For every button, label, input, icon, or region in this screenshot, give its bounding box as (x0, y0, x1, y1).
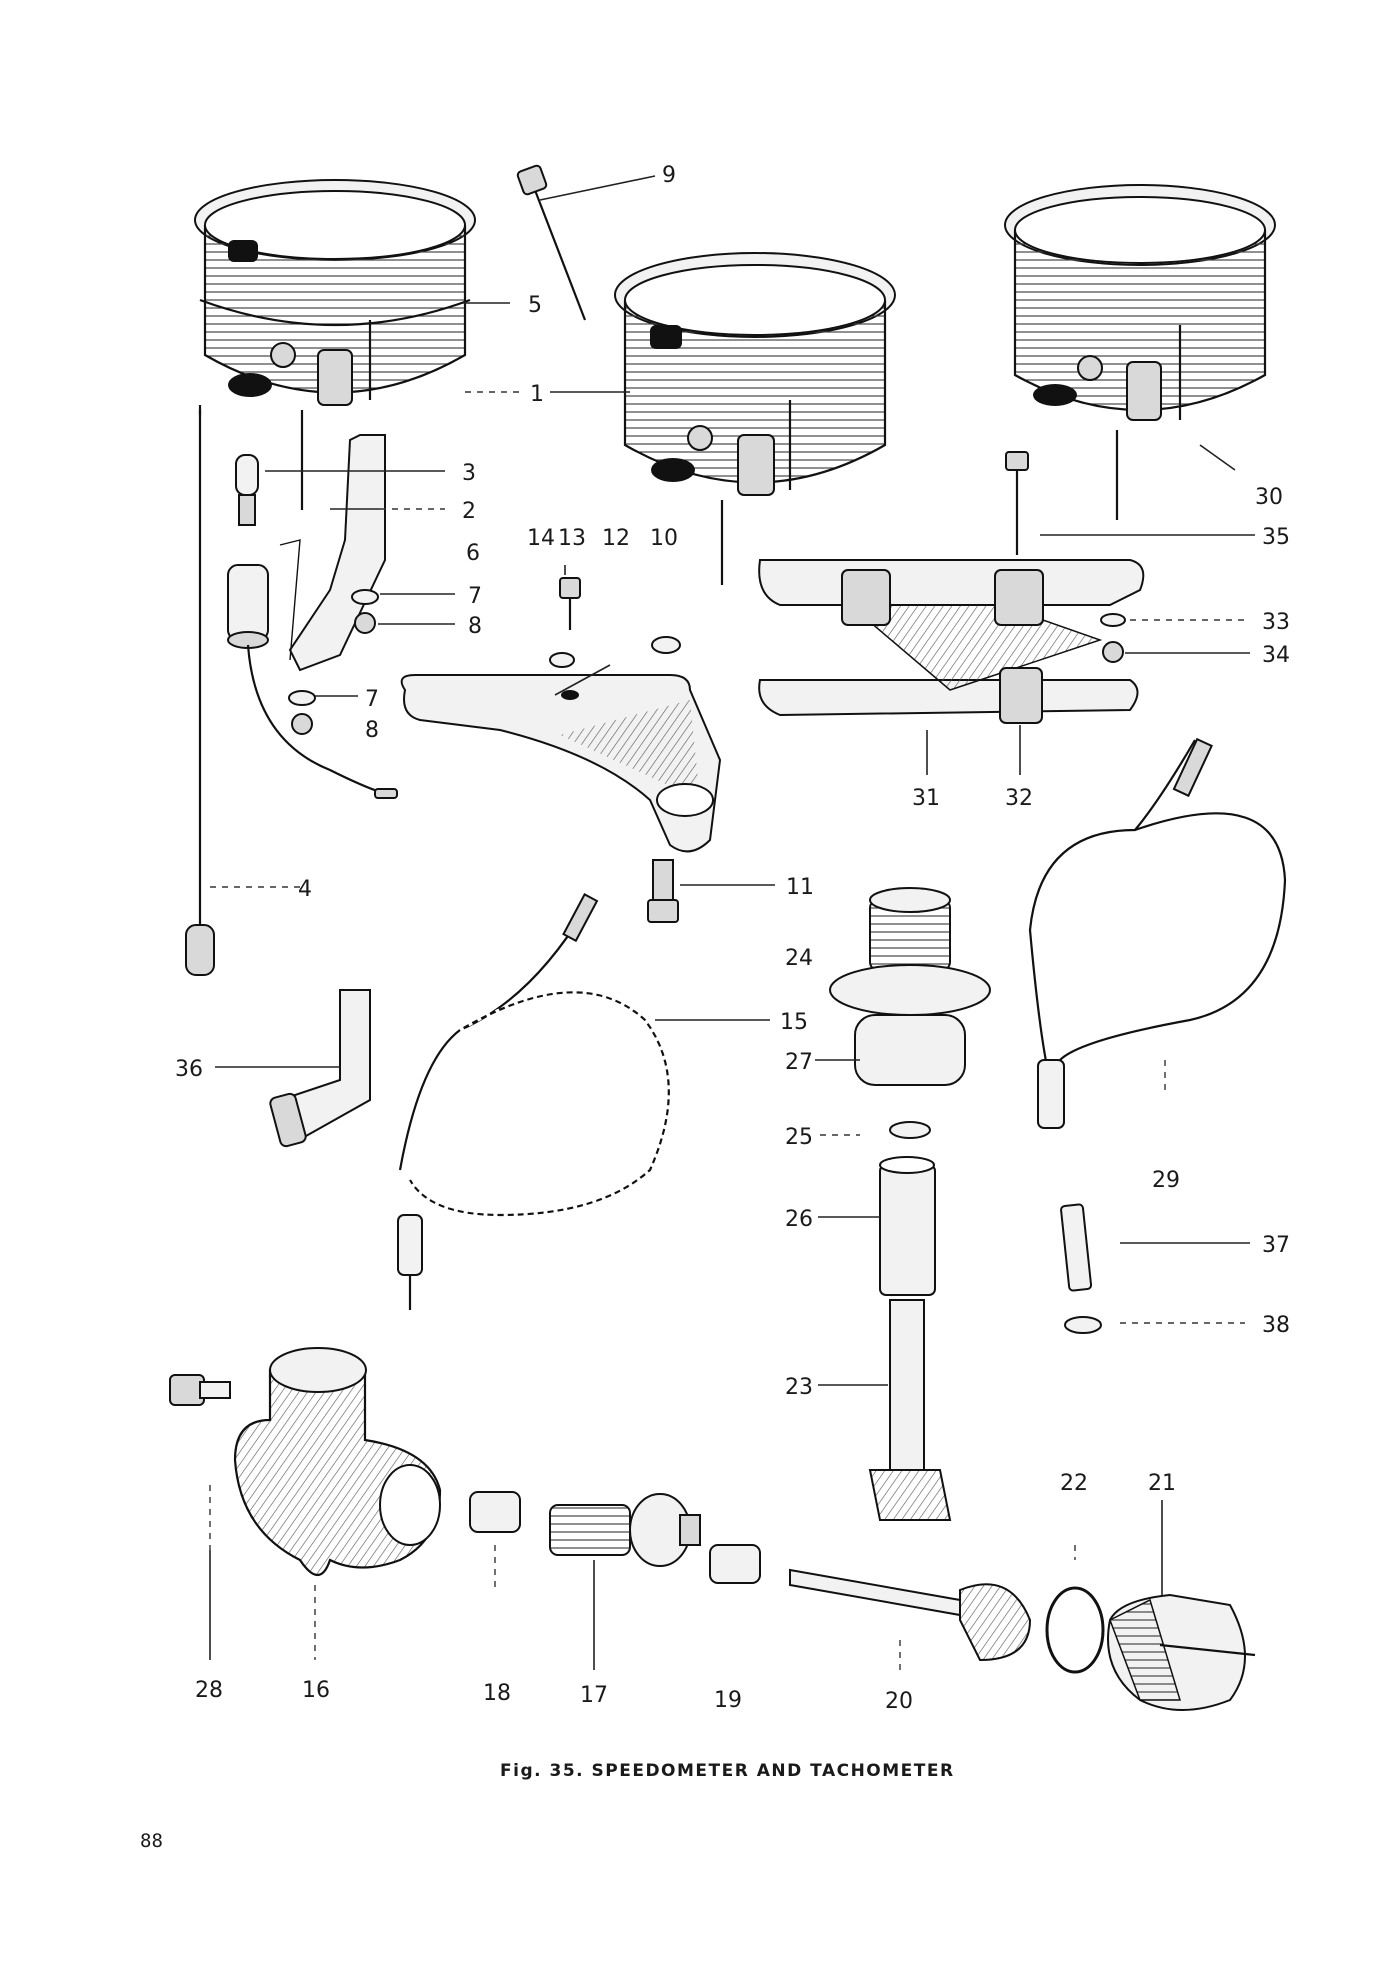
callout-19: 19 (714, 1688, 742, 1713)
callout-38: 38 (1262, 1313, 1290, 1338)
cable-4 (185, 405, 215, 976)
gearbox-housing-16 (169, 1347, 442, 1577)
bush-18 (469, 1491, 521, 1533)
cable-29 (1028, 737, 1287, 1129)
callout-14: 14 (527, 526, 555, 551)
lamp-holder-wire (227, 564, 398, 799)
callout-25: 25 (785, 1125, 813, 1150)
mounting-bracket-12 (400, 577, 722, 923)
callout-labels: 1 2 3 4 5 6 7 8 7 8 9 10 11 12 13 14 15 … (175, 163, 1290, 1714)
callout-35: 35 (1262, 525, 1290, 550)
callout-24: 24 (785, 946, 813, 971)
tachometer-right (1004, 184, 1276, 520)
callout-36: 36 (175, 1057, 203, 1082)
mounting-bracket-31 (758, 451, 1145, 724)
drive-housing-24-27 (829, 887, 991, 1521)
bulb-holder-parts (235, 410, 386, 735)
bush-19 (709, 1544, 761, 1584)
callout-37: 37 (1262, 1233, 1290, 1258)
callout-23: 23 (785, 1375, 813, 1400)
callout-22: 22 (1060, 1471, 1088, 1496)
callout-29: 29 (1152, 1168, 1180, 1193)
callout-15: 15 (780, 1010, 808, 1035)
callout-9: 9 (662, 163, 676, 188)
callout-17: 17 (580, 1683, 608, 1708)
callout-20: 20 (885, 1689, 913, 1714)
page-number: 88 (140, 1830, 163, 1852)
callout-18: 18 (483, 1681, 511, 1706)
speedometer-left (194, 179, 476, 406)
callout-10: 10 (650, 526, 678, 551)
callout-32: 32 (1005, 786, 1033, 811)
callout-21: 21 (1148, 1471, 1176, 1496)
callout-5: 5 (528, 293, 542, 318)
callout-34: 34 (1262, 643, 1290, 668)
callout-27: 27 (785, 1050, 813, 1075)
callout-7a: 7 (468, 584, 482, 609)
callout-13: 13 (558, 526, 586, 551)
callout-28: 28 (195, 1678, 223, 1703)
callout-4: 4 (298, 877, 312, 902)
callout-30: 30 (1255, 485, 1283, 510)
callout-31: 31 (912, 786, 940, 811)
clip-36 (269, 989, 371, 1148)
plug-21 (1107, 1593, 1256, 1711)
speedometer-middle (516, 164, 896, 585)
gear-shaft-20 (789, 1568, 1032, 1662)
callout-1: 1 (530, 382, 544, 407)
callout-8a: 8 (468, 614, 482, 639)
callout-7b: 7 (365, 687, 379, 712)
callout-6: 6 (466, 541, 480, 566)
callout-16: 16 (302, 1678, 330, 1703)
pin-37-washer-38 (1060, 1203, 1102, 1334)
callout-11: 11 (786, 875, 814, 900)
callout-3: 3 (462, 461, 476, 486)
callout-33: 33 (1262, 610, 1290, 635)
figure-caption: Fig. 35. SPEEDOMETER AND TACHOMETER (500, 1761, 955, 1781)
adapter-17 (549, 1493, 701, 1567)
cable-15 (397, 893, 671, 1310)
callout-8b: 8 (365, 718, 379, 743)
callout-12: 12 (602, 526, 630, 551)
leader-lines (209, 175, 1255, 1670)
callout-2: 2 (462, 499, 476, 524)
ring-22 (1045, 1586, 1105, 1674)
callout-26: 26 (785, 1207, 813, 1232)
